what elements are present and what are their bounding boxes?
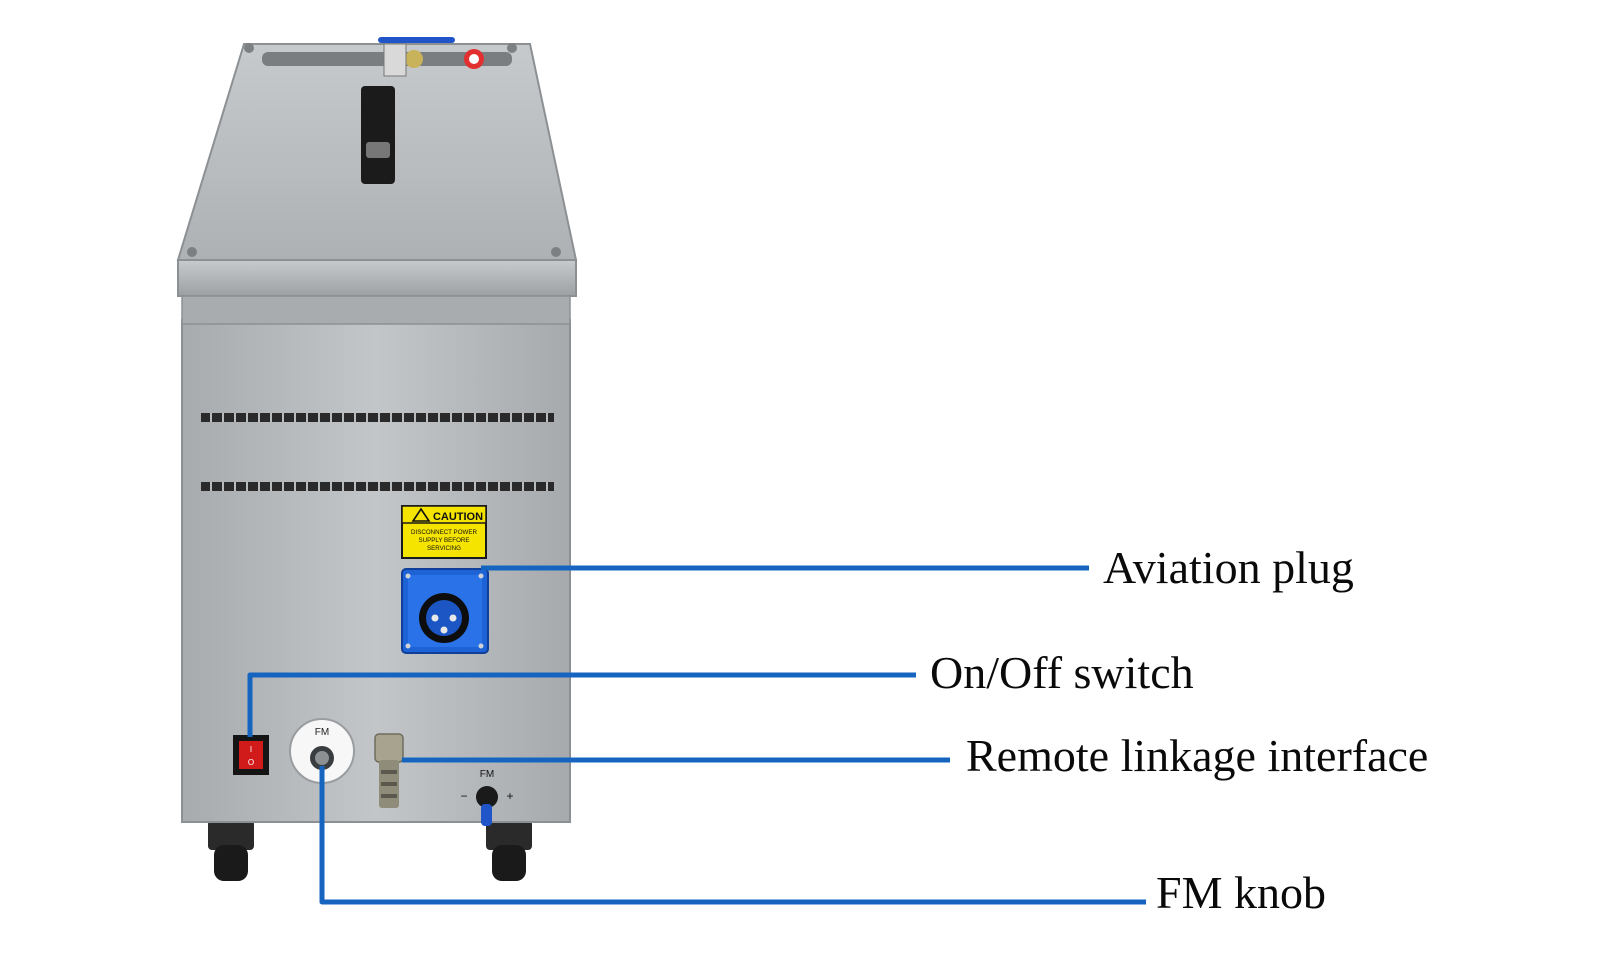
lid-handle (361, 86, 395, 184)
leader-fm-knob (319, 766, 1146, 905)
caster-right (486, 820, 532, 881)
switch-mark-off: O (248, 758, 254, 767)
label-remote-linkage: Remote linkage interface (966, 730, 1429, 781)
lid-screws (187, 43, 561, 257)
caution-title: CAUTION (433, 511, 483, 523)
caution-sticker: CAUTION DISCONNECT POWER SUPPLY BEFORE S… (401, 505, 487, 559)
label-aviation-plug: Aviation plug (1103, 542, 1354, 593)
fm-valve-label: FM (480, 769, 494, 780)
aviation-plug (401, 568, 489, 654)
caster-left (208, 820, 254, 881)
caution-line-3: SERVICING (427, 545, 461, 552)
valve-handle (378, 37, 455, 43)
warning-icon (411, 507, 431, 522)
fm-valve-plus: + (506, 789, 513, 803)
device-lid-front (177, 259, 577, 297)
vent-slots (201, 413, 554, 491)
remote-linkage-connector (374, 733, 404, 808)
fm-valve-minus: − (460, 789, 467, 803)
switch-mark-on: I (250, 745, 252, 754)
label-fm-knob: FM knob (1156, 867, 1326, 918)
leader-onoff-switch (247, 672, 916, 737)
caution-line-1: DISCONNECT POWER (411, 529, 477, 536)
fm-dial: FM (289, 718, 355, 784)
top-fittings (262, 37, 512, 77)
leader-lines (247, 565, 1146, 905)
fm-valve: FM − + (460, 769, 514, 826)
caution-line-2: SUPPLY BEFORE (418, 537, 469, 544)
label-onoff-switch: On/Off switch (930, 647, 1194, 698)
fm-dial-label: FM (315, 727, 329, 738)
onoff-switch: I O (233, 735, 269, 775)
